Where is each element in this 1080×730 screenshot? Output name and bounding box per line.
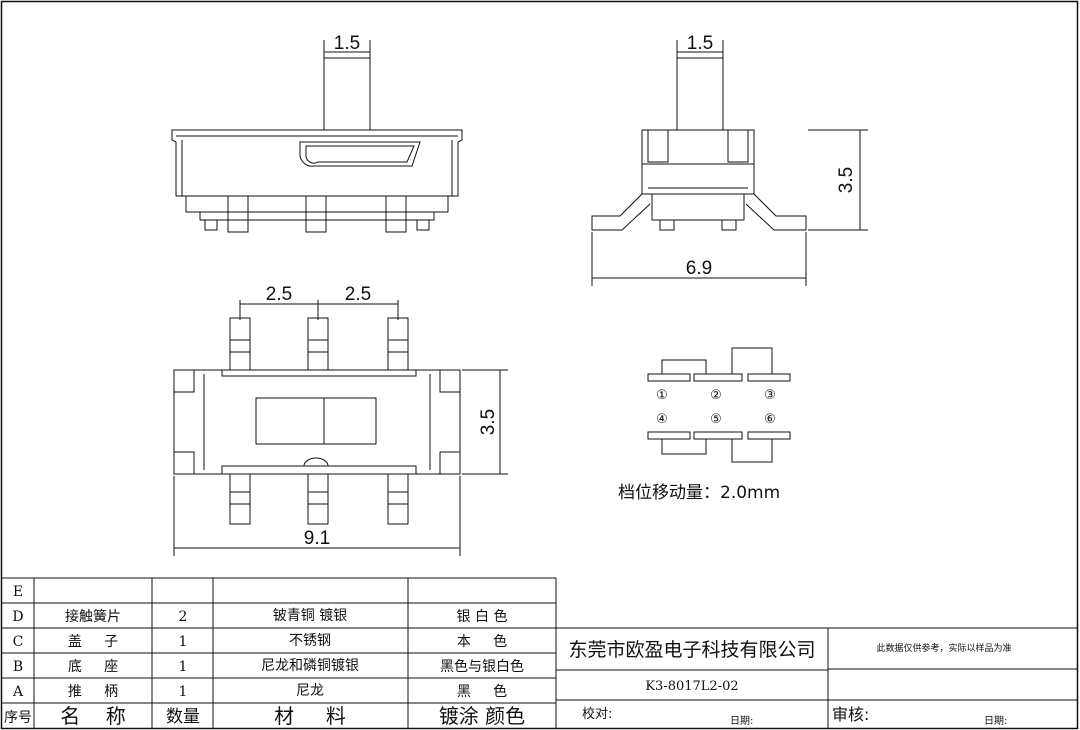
row-name-c: 盖 子 (68, 634, 118, 650)
pin-6: ⑥ (764, 412, 776, 427)
row-seq-d: D (12, 609, 23, 625)
pin-4: ④ (656, 412, 668, 427)
row-seq-a: A (12, 684, 24, 700)
pin-2: ② (710, 388, 722, 403)
dim-pitch-left: 2.5 (266, 284, 292, 305)
header-seq: 序号 (4, 710, 32, 726)
row-material-c: 不锈钢 (289, 633, 331, 649)
row-seq-e: E (13, 584, 23, 600)
row-seq-b: B (13, 659, 23, 675)
front-actuator (324, 58, 370, 130)
parts-table: E D 接触簧片 2 铍青铜 镀银 银 白 色 C 盖 子 1 不锈钢 本 色 … (1, 578, 556, 728)
row-finish-d: 银 白 色 (457, 608, 508, 625)
row-qty-b: 1 (179, 659, 188, 675)
header-name: 名 称 (60, 704, 125, 728)
pin-3: ③ (764, 388, 776, 403)
header-qty: 数量 (166, 707, 200, 727)
side-view: 1.5 3.5 6.9 (592, 33, 868, 286)
date-label-2: 日期: (984, 715, 1007, 727)
header-finish: 镀涂 颜色 (439, 704, 525, 728)
dim-top-height: 3.5 (478, 409, 499, 435)
row-finish-b: 黑色与银白色 (440, 658, 524, 675)
row-qty-d: 2 (179, 609, 188, 625)
approved-label: 审核: (832, 705, 869, 724)
title-block: 东莞市欧盈电子科技有限公司 K3-8017L2-02 此数据仅供参考，实际以样品… (556, 628, 1078, 728)
dim-top-length: 9.1 (304, 528, 330, 549)
dim-side-actuator: 1.5 (687, 33, 713, 54)
header-material: 材 料 (274, 704, 346, 728)
row-finish-a: 黑 色 (457, 683, 507, 700)
row-name-d: 接触簧片 (65, 608, 121, 625)
dim-pitch-right: 2.5 (345, 284, 371, 305)
part-number: K3-8017L2-02 (645, 679, 738, 694)
side-actuator (677, 58, 723, 130)
pin-1: ① (656, 388, 668, 403)
row-name-a: 推 柄 (68, 684, 118, 700)
reference-note: 此数据仅供参考，实际以样品为准 (876, 642, 1011, 654)
row-qty-a: 1 (179, 684, 188, 700)
dim-side-width: 6.9 (686, 258, 712, 279)
row-material-b: 尼龙和磷铜镀银 (261, 657, 359, 674)
top-view: 2.5 2.5 3.5 9 (174, 284, 508, 556)
front-view: 1.5 (172, 33, 462, 232)
row-material-d: 铍青铜 镀银 (273, 607, 347, 624)
row-seq-c: C (13, 634, 24, 650)
dim-side-height: 3.5 (836, 167, 857, 193)
date-label-1: 日期: (730, 715, 753, 727)
row-material-a: 尼龙 (296, 683, 324, 699)
row-finish-c: 本 色 (457, 633, 507, 650)
travel-note: 档位移动量：2.0mm (618, 483, 780, 503)
pin-5: ⑤ (710, 412, 722, 427)
dim-front-actuator: 1.5 (334, 33, 360, 54)
row-qty-c: 1 (179, 634, 188, 650)
checked-label: 校对: (582, 706, 612, 722)
pin-diagram: ① ② ③ ④ ⑤ ⑥ 档位移动量：2.0mm (618, 348, 790, 503)
front-body (172, 130, 462, 196)
row-name-b: 底 座 (68, 659, 118, 675)
company-name: 东莞市欧盈电子科技有限公司 (568, 639, 815, 661)
